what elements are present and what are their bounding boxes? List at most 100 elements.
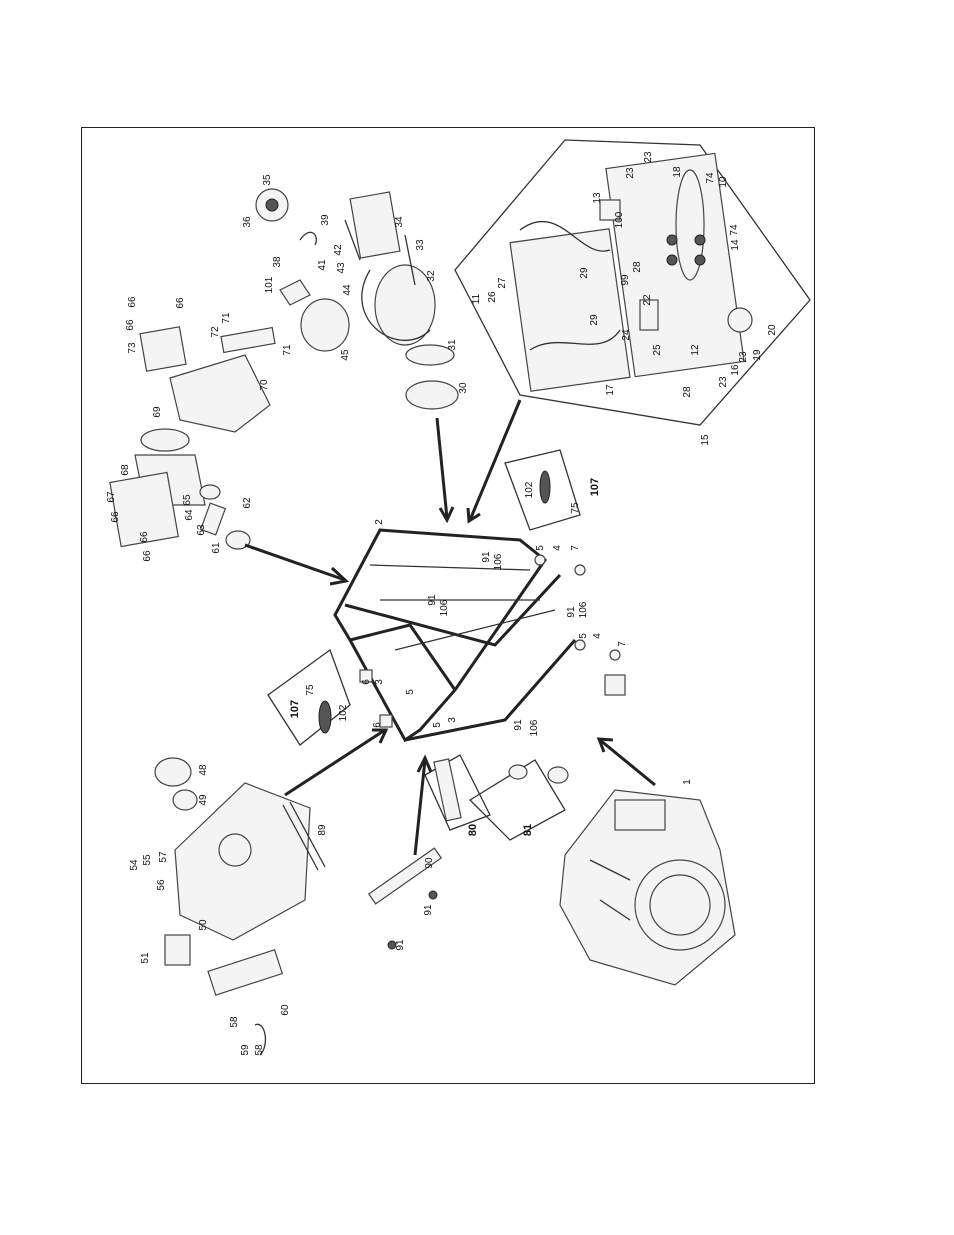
callout-50: 50: [198, 919, 209, 931]
callout-89: 89: [317, 824, 328, 836]
callout-24: 24: [621, 329, 632, 341]
callout-28: 28: [682, 386, 693, 398]
callout-91: 91: [481, 551, 492, 563]
callout-80: 80: [467, 824, 479, 836]
callout-66: 66: [142, 550, 153, 562]
wheel-kit-group: [367, 754, 569, 950]
callout-38: 38: [272, 256, 283, 268]
callout-102: 102: [338, 704, 349, 721]
frame-group: [333, 528, 626, 743]
callout-99: 99: [620, 274, 631, 286]
fuel-tank-group: [154, 757, 326, 1056]
callout-63: 63: [196, 524, 207, 536]
callout-29: 29: [579, 267, 590, 279]
callout-57: 57: [158, 851, 169, 863]
callout-23: 23: [643, 151, 654, 163]
engine-group: [559, 789, 736, 986]
callout-66: 66: [175, 297, 186, 309]
callout-43: 43: [336, 262, 347, 274]
callout-51: 51: [140, 952, 151, 964]
callout-17: 17: [605, 384, 616, 396]
callout-91: 91: [423, 904, 434, 916]
callout-75: 75: [570, 502, 581, 514]
callout-71: 71: [282, 344, 293, 356]
kit-107-boxes: [267, 449, 581, 746]
callout-31: 31: [447, 339, 458, 351]
callout-6: 6: [372, 722, 383, 728]
callout-44: 44: [342, 284, 353, 296]
callout-4: 4: [592, 633, 603, 639]
callout-34: 34: [394, 216, 405, 228]
callout-101: 101: [264, 276, 275, 293]
callout-25: 25: [652, 344, 663, 356]
callout-90: 90: [424, 857, 435, 869]
callout-72: 72: [210, 326, 221, 338]
callout-91: 91: [395, 939, 406, 951]
callout-18: 18: [672, 166, 683, 178]
callout-65: 65: [182, 494, 193, 506]
callout-28: 28: [632, 261, 643, 273]
callout-23: 23: [718, 376, 729, 388]
callout-5: 5: [535, 545, 546, 551]
callout-74: 74: [729, 224, 740, 236]
callout-2: 2: [374, 519, 385, 525]
callout-20: 20: [767, 324, 778, 336]
air-filter-group: [109, 326, 276, 550]
callout-5: 5: [405, 689, 416, 695]
callout-106: 106: [439, 599, 450, 616]
callout-22: 22: [642, 294, 653, 306]
callout-106: 106: [529, 719, 540, 736]
callout-66: 66: [125, 319, 136, 331]
callout-36: 36: [242, 216, 253, 228]
callout-54: 54: [129, 859, 140, 871]
callout-13: 13: [592, 192, 603, 204]
callout-5: 5: [432, 722, 443, 728]
callout-62: 62: [242, 497, 253, 509]
callout-91: 91: [427, 594, 438, 606]
callout-3: 3: [447, 717, 458, 723]
callout-56: 56: [156, 879, 167, 891]
control-panel-group: [454, 139, 811, 426]
callout-55: 55: [142, 854, 153, 866]
callout-106: 106: [493, 553, 504, 570]
alternator-group: [255, 188, 459, 410]
callout-48: 48: [198, 764, 209, 776]
callout-73: 73: [127, 342, 138, 354]
callout-102: 102: [524, 481, 535, 498]
callout-39: 39: [320, 214, 331, 226]
callout-100: 100: [614, 211, 625, 228]
callout-66: 66: [110, 511, 121, 523]
callout-11: 11: [471, 293, 482, 304]
callout-27: 27: [497, 277, 508, 289]
callout-45: 45: [340, 349, 351, 361]
callout-68: 68: [120, 464, 131, 476]
callout-23: 23: [625, 167, 636, 179]
callout-23: 23: [738, 351, 749, 363]
callout-5: 5: [578, 633, 589, 639]
callout-4: 4: [552, 545, 563, 551]
callout-7: 7: [617, 641, 628, 647]
callout-59: 59: [240, 1044, 251, 1056]
callout-6: 6: [361, 679, 372, 685]
callout-91: 91: [513, 719, 524, 731]
callout-7: 7: [570, 545, 581, 551]
callout-30: 30: [458, 382, 469, 394]
callout-81: 81: [522, 824, 534, 836]
callout-26: 26: [487, 291, 498, 303]
callout-66: 66: [139, 531, 150, 543]
callout-61: 61: [211, 542, 222, 554]
callout-10: 10: [718, 176, 729, 188]
callout-71: 71: [221, 312, 232, 324]
callout-41: 41: [317, 259, 328, 271]
callout-49: 49: [198, 794, 209, 806]
callout-19: 19: [752, 349, 763, 361]
callout-58: 58: [254, 1044, 265, 1056]
callout-32: 32: [426, 270, 437, 282]
callout-12: 12: [690, 344, 701, 356]
callout-3: 3: [374, 679, 385, 685]
callout-29: 29: [589, 314, 600, 326]
callout-106: 106: [578, 601, 589, 618]
callout-74: 74: [705, 172, 716, 184]
